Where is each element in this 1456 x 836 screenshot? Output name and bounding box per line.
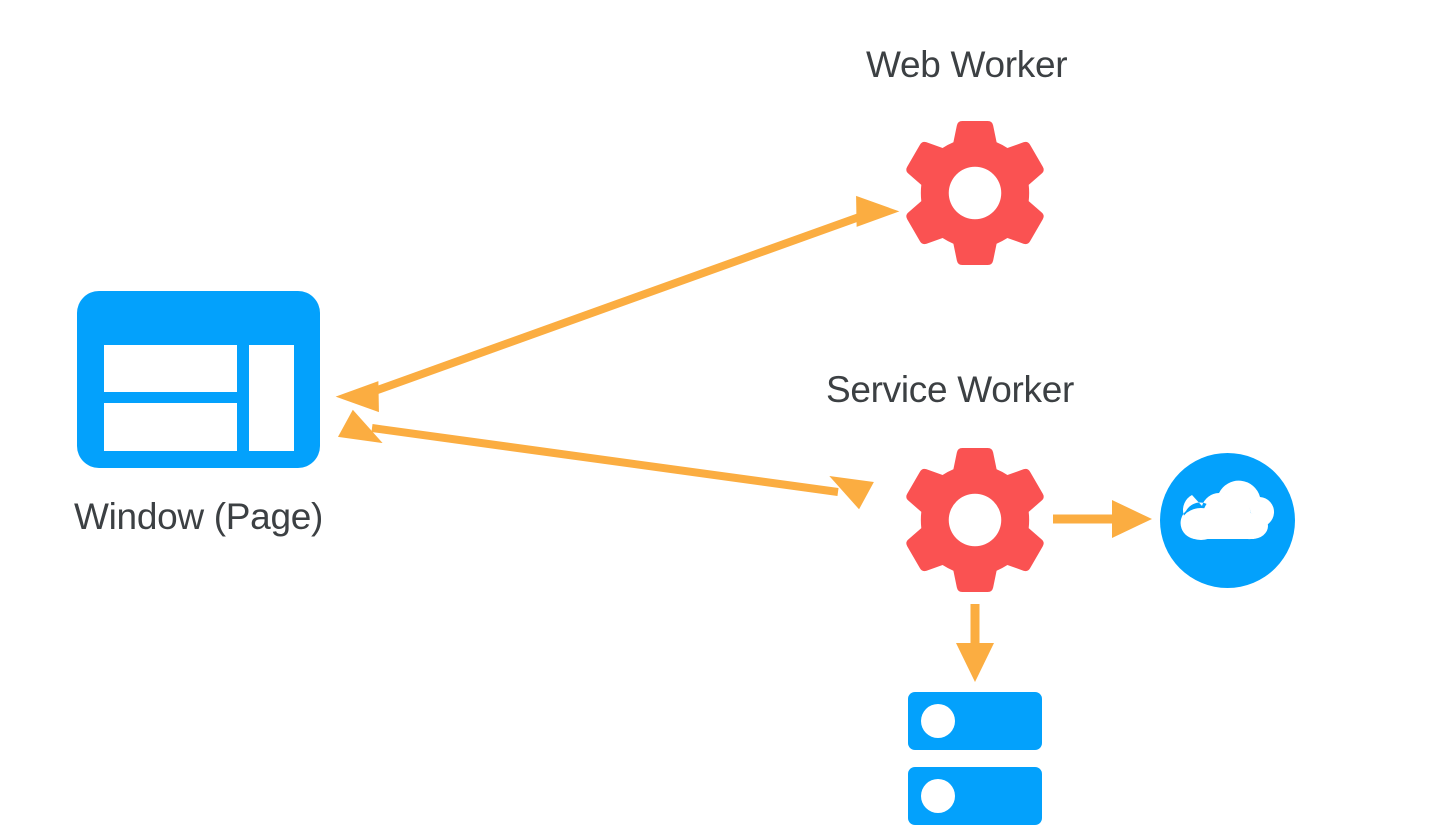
arrowhead-left bbox=[337, 409, 383, 444]
arrowhead-right bbox=[1112, 500, 1152, 538]
cloud-icon bbox=[1160, 453, 1295, 588]
connection-service-worker-to-cloud bbox=[1053, 500, 1152, 538]
arrowhead-right bbox=[829, 475, 874, 510]
gear-icon bbox=[906, 121, 1044, 265]
gear-icon bbox=[906, 448, 1044, 592]
server-bar-bottom bbox=[908, 767, 1042, 825]
browser-window-icon bbox=[77, 291, 320, 468]
connection-service-worker-to-cache bbox=[956, 604, 994, 682]
window-page-node[interactable] bbox=[77, 291, 320, 468]
web-worker-node[interactable] bbox=[900, 113, 1050, 273]
arrowhead-right bbox=[856, 195, 900, 227]
cloud-network-node[interactable] bbox=[1160, 453, 1295, 588]
connection-window-to-service-worker bbox=[337, 409, 874, 510]
service-worker-label: Service Worker bbox=[826, 369, 1075, 410]
service-worker-node[interactable] bbox=[900, 440, 1050, 600]
arrowhead-left bbox=[335, 381, 379, 413]
server-storage-icon bbox=[908, 692, 1042, 825]
window-page-label: Window (Page) bbox=[74, 496, 324, 537]
connection-line bbox=[370, 212, 864, 396]
arrowhead-down bbox=[956, 643, 994, 682]
server-bar-top bbox=[908, 692, 1042, 750]
web-worker-label: Web Worker bbox=[866, 44, 1068, 85]
connection-window-to-web-worker bbox=[335, 195, 900, 413]
connection-line bbox=[371, 424, 839, 496]
cache-storage-node[interactable] bbox=[908, 692, 1042, 825]
